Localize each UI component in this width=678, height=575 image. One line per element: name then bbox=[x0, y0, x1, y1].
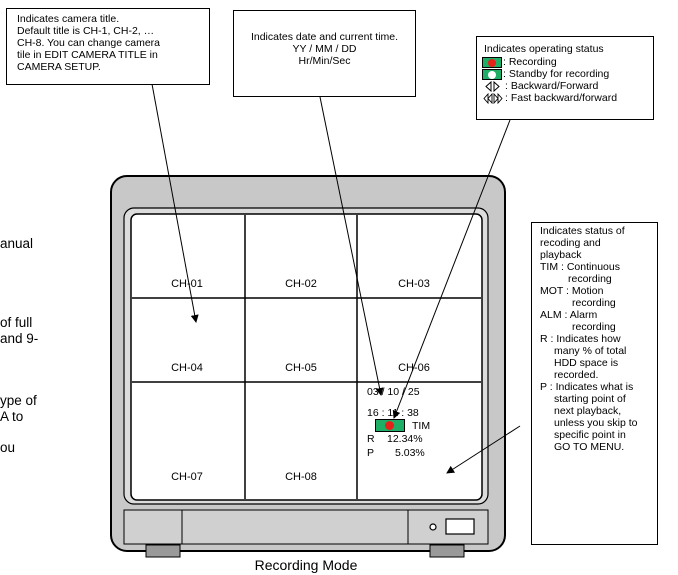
overlay-p-label: P bbox=[367, 447, 375, 459]
callout-line: Indicates date and current time. bbox=[250, 31, 399, 43]
status-text: GO TO MENU. bbox=[554, 441, 625, 453]
callout-line: recoding and bbox=[540, 237, 601, 249]
callout-line: Hr/Min/Sec bbox=[298, 55, 351, 67]
legend-recording: : Recording bbox=[482, 56, 653, 68]
record-icon bbox=[482, 56, 502, 68]
status-text: recorded. bbox=[554, 369, 599, 381]
status-arrow bbox=[392, 119, 511, 419]
status-item-alm: ALM : Alarm recording bbox=[540, 309, 657, 333]
status-text: Continuous bbox=[566, 261, 620, 273]
power-button-icon bbox=[445, 518, 475, 535]
camera-title-arrow bbox=[151, 83, 199, 323]
channel-label: CH-01 bbox=[171, 278, 203, 290]
status-text: starting point of bbox=[554, 393, 626, 405]
left-fragment: A to bbox=[0, 409, 24, 424]
left-fragment: ype of bbox=[0, 393, 37, 408]
overlay-date: 03 / 10 / 25 bbox=[367, 386, 420, 398]
left-fragment: and 9- bbox=[0, 331, 39, 346]
callout-line: CAMERA SETUP. bbox=[17, 61, 101, 73]
status-key: ALM : bbox=[540, 309, 570, 321]
callout-line: Indicates status of bbox=[540, 225, 625, 237]
left-fragment: anual bbox=[0, 236, 34, 251]
recording-status-arrow bbox=[446, 425, 521, 474]
channel-label: CH-08 bbox=[285, 471, 317, 483]
status-text: Motion bbox=[571, 285, 604, 297]
overlay-p-value: 5.03% bbox=[395, 447, 425, 459]
status-text: recording bbox=[572, 321, 616, 333]
callout-line: YY / MM / DD bbox=[292, 43, 357, 55]
channel-label: CH-06 bbox=[398, 362, 430, 374]
legend-label: : Recording bbox=[503, 56, 557, 68]
callout-line: playback bbox=[540, 249, 582, 261]
overlay-mode: TIM bbox=[412, 420, 431, 432]
status-key: P : bbox=[540, 381, 556, 393]
channel-label: CH-02 bbox=[285, 278, 317, 290]
status-key: R : bbox=[540, 333, 557, 345]
monitor-foot-right bbox=[429, 544, 465, 558]
recording-status-callout: Indicates status of recoding and playbac… bbox=[531, 222, 658, 545]
legend-fast-backward-forward: : Fast backward/forward bbox=[482, 92, 653, 104]
status-text: Indicates how bbox=[556, 333, 621, 345]
status-text: Alarm bbox=[569, 309, 598, 321]
status-item-mot: MOT : Motion recording bbox=[540, 285, 657, 309]
callout-title: Indicates operating status bbox=[484, 43, 604, 55]
status-item-tim: TIM : Continuous recording bbox=[540, 261, 657, 285]
status-item-p: P : Indicates what is starting point of … bbox=[540, 381, 657, 453]
channel-label: CH-05 bbox=[285, 362, 317, 374]
overlay-time: 16 : 11 : 38 bbox=[367, 407, 419, 419]
backward-forward-icon bbox=[482, 80, 504, 92]
channel-label: CH-04 bbox=[171, 362, 203, 374]
status-key: MOT : bbox=[540, 285, 572, 297]
status-key: TIM : bbox=[540, 261, 567, 273]
left-fragment: ou bbox=[0, 440, 16, 455]
channel-label: CH-03 bbox=[398, 278, 430, 290]
status-text: recording bbox=[572, 297, 616, 309]
legend-standby: : Standby for recording bbox=[482, 68, 653, 80]
callout-line: tile in EDIT CAMERA TITLE in bbox=[17, 49, 158, 61]
status-text: Indicates what is bbox=[555, 381, 634, 393]
operating-status-callout: Indicates operating status : Recording :… bbox=[476, 36, 654, 120]
status-text: next playback, bbox=[554, 405, 622, 417]
legend-backward-forward: : Backward/Forward bbox=[482, 80, 653, 92]
callout-line: Indicates camera title. bbox=[17, 13, 120, 25]
left-fragment: of full bbox=[0, 315, 33, 330]
camera-title-callout: Indicates camera title. Default title is… bbox=[6, 8, 210, 85]
status-item-r: R : Indicates how many % of total HDD sp… bbox=[540, 333, 657, 381]
status-text: specific point in bbox=[554, 429, 626, 441]
callout-line: Default title is CH-1, CH-2, … bbox=[17, 25, 155, 37]
status-text: unless you skip to bbox=[554, 417, 638, 429]
legend-label: : Standby for recording bbox=[503, 68, 610, 80]
monitor-foot-left bbox=[145, 544, 181, 558]
status-text: HDD space is bbox=[554, 357, 619, 369]
channel-label: CH-07 bbox=[171, 471, 203, 483]
status-text: many % of total bbox=[554, 345, 627, 357]
monitor-bottom-panel bbox=[123, 509, 489, 545]
record-icon bbox=[375, 419, 405, 432]
status-text: recording bbox=[568, 273, 612, 285]
standby-icon bbox=[482, 68, 502, 80]
power-led-icon bbox=[429, 523, 437, 531]
figure-caption: Recording Mode bbox=[254, 557, 358, 573]
datetime-callout: Indicates date and current time. YY / MM… bbox=[233, 10, 416, 97]
fast-backward-forward-icon bbox=[482, 92, 504, 104]
datetime-arrow bbox=[319, 96, 384, 396]
overlay-r-value: 12.34% bbox=[387, 433, 423, 445]
legend-label: : Fast backward/forward bbox=[505, 92, 618, 104]
overlay-r-label: R bbox=[367, 433, 375, 445]
callout-line: CH-8. You can change camera bbox=[17, 37, 161, 49]
legend-label: : Backward/Forward bbox=[505, 80, 599, 92]
